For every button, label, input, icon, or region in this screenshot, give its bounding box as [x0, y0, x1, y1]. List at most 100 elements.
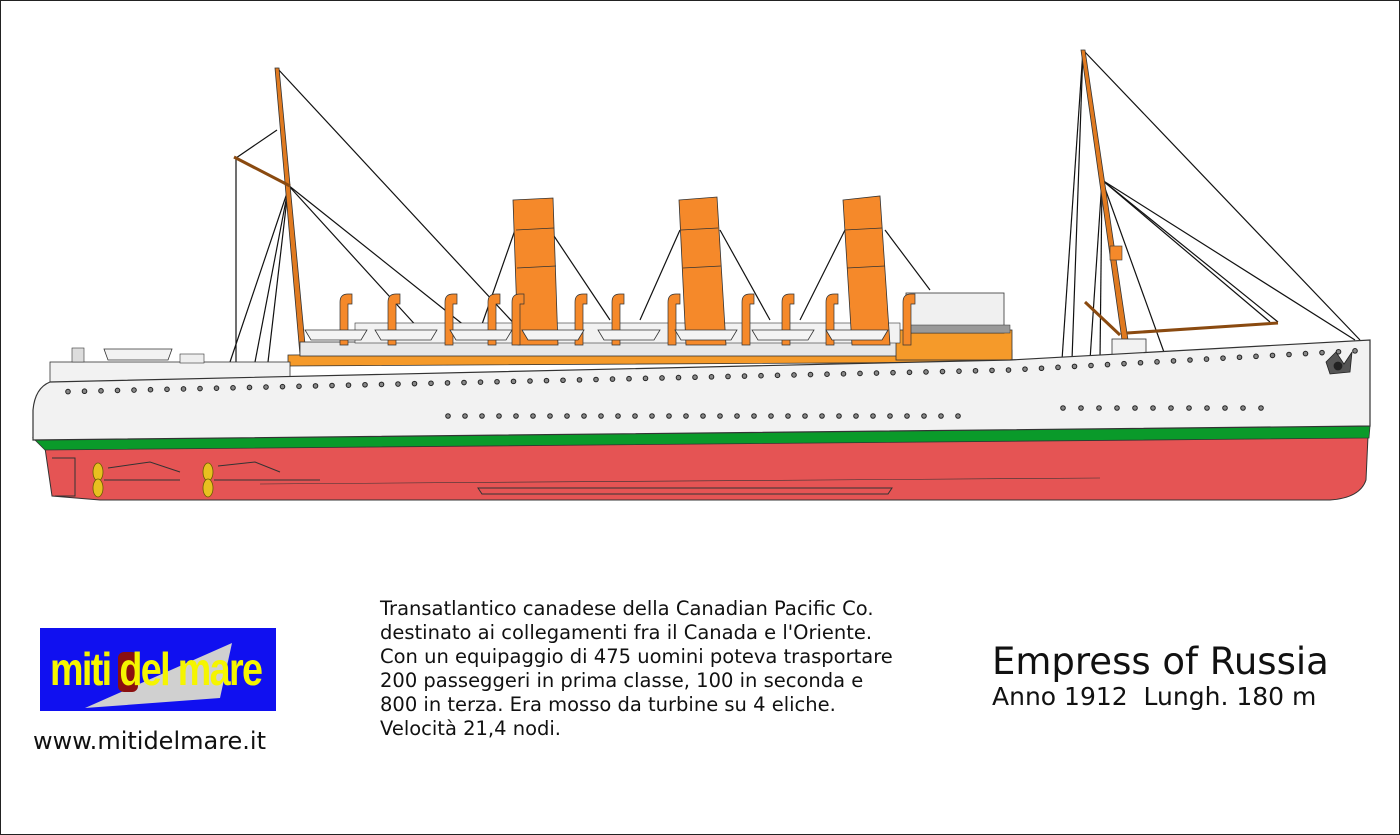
porthole: [1204, 405, 1210, 411]
porthole: [543, 377, 550, 384]
porthole: [164, 386, 170, 393]
porthole: [246, 384, 253, 391]
porthole: [147, 386, 154, 393]
porthole: [395, 381, 401, 387]
porthole: [692, 374, 698, 381]
porthole: [213, 385, 220, 391]
lifeboat: [449, 329, 513, 341]
propeller-icon: [92, 462, 214, 498]
porthole: [921, 413, 927, 419]
porthole: [791, 372, 797, 378]
porthole: [675, 374, 682, 381]
porthole: [642, 375, 649, 382]
porthole: [530, 413, 536, 419]
ventilator: [902, 293, 916, 346]
porthole: [598, 413, 604, 419]
porthole: [1022, 366, 1028, 372]
ship-name: Empress of Russia: [992, 640, 1329, 683]
porthole: [819, 413, 825, 419]
hull-red: [44, 435, 1369, 501]
porthole: [1150, 405, 1156, 411]
porthole: [824, 371, 830, 377]
ventilator: [667, 293, 681, 346]
porthole: [576, 377, 583, 383]
porthole: [462, 413, 468, 419]
porthole: [1269, 352, 1276, 359]
porthole: [890, 369, 896, 376]
porthole: [1258, 405, 1264, 411]
porthole: [1203, 356, 1210, 362]
porthole: [768, 413, 774, 419]
porthole: [444, 380, 451, 386]
porthole: [1220, 355, 1226, 361]
porthole: [65, 388, 71, 395]
porthole: [496, 413, 502, 419]
porthole: [494, 378, 500, 385]
ventilator: [741, 293, 755, 346]
fore-boom: [233, 155, 291, 188]
porthole: [758, 372, 764, 379]
lifeboat: [374, 329, 438, 341]
fore-mast: [274, 67, 307, 356]
porthole: [700, 413, 706, 419]
porthole: [873, 370, 880, 376]
hull-white: [32, 339, 1371, 441]
porthole: [1319, 349, 1325, 356]
porthole: [564, 413, 570, 419]
porthole: [1352, 348, 1358, 354]
porthole: [1088, 362, 1094, 369]
lifeboat: [521, 329, 585, 341]
porthole: [1222, 405, 1228, 411]
porthole: [956, 368, 962, 374]
portholes: [65, 348, 1358, 419]
funnel-3: [842, 195, 891, 346]
porthole: [1187, 357, 1193, 363]
lifeboat: [597, 329, 661, 341]
ventilator: [444, 293, 458, 346]
porthole: [477, 379, 484, 385]
porthole: [734, 413, 740, 419]
porthole: [547, 413, 553, 419]
lifeboats: [304, 329, 889, 341]
porthole: [230, 385, 236, 391]
porthole: [708, 374, 715, 380]
logo-sail-graphic: [85, 643, 232, 708]
porthole: [939, 368, 946, 375]
description-line: Con un equipaggio di 475 uomini poteva t…: [380, 645, 893, 668]
porthole: [725, 373, 731, 380]
website-link[interactable]: www.mitidelmare.it: [33, 727, 267, 755]
lifeboat: [825, 329, 889, 341]
logo[interactable]: miti del mare: [40, 628, 276, 711]
lifeboat: [674, 329, 738, 341]
porthole: [1236, 354, 1243, 361]
porthole: [1104, 361, 1111, 368]
porthole: [906, 369, 913, 376]
porthole: [1071, 363, 1078, 370]
porthole: [785, 413, 791, 419]
porthole: [802, 413, 808, 419]
porthole: [1253, 353, 1259, 360]
porthole: [1186, 405, 1192, 411]
porthole: [632, 413, 638, 419]
porthole: [114, 387, 121, 394]
porthole: [1055, 364, 1061, 371]
porthole: [581, 413, 587, 419]
porthole: [1286, 351, 1292, 358]
porthole: [560, 377, 566, 384]
porthole: [197, 385, 203, 392]
description-line: 800 in terza. Era mosso da turbine su 4 …: [380, 693, 836, 716]
porthole: [411, 380, 418, 387]
porthole: [972, 367, 979, 374]
description-line: Velocità 21,4 nodi.: [380, 717, 562, 740]
porthole: [717, 413, 723, 419]
porthole: [98, 388, 104, 394]
porthole: [853, 413, 859, 419]
porthole: [1121, 360, 1127, 367]
description-line: 200 passeggeri in prima classe, 100 in s…: [380, 669, 864, 692]
porthole: [989, 367, 995, 374]
porthole: [1096, 405, 1102, 411]
porthole: [1240, 405, 1246, 411]
ventilator: [511, 293, 525, 346]
lifeboat: [304, 329, 368, 341]
